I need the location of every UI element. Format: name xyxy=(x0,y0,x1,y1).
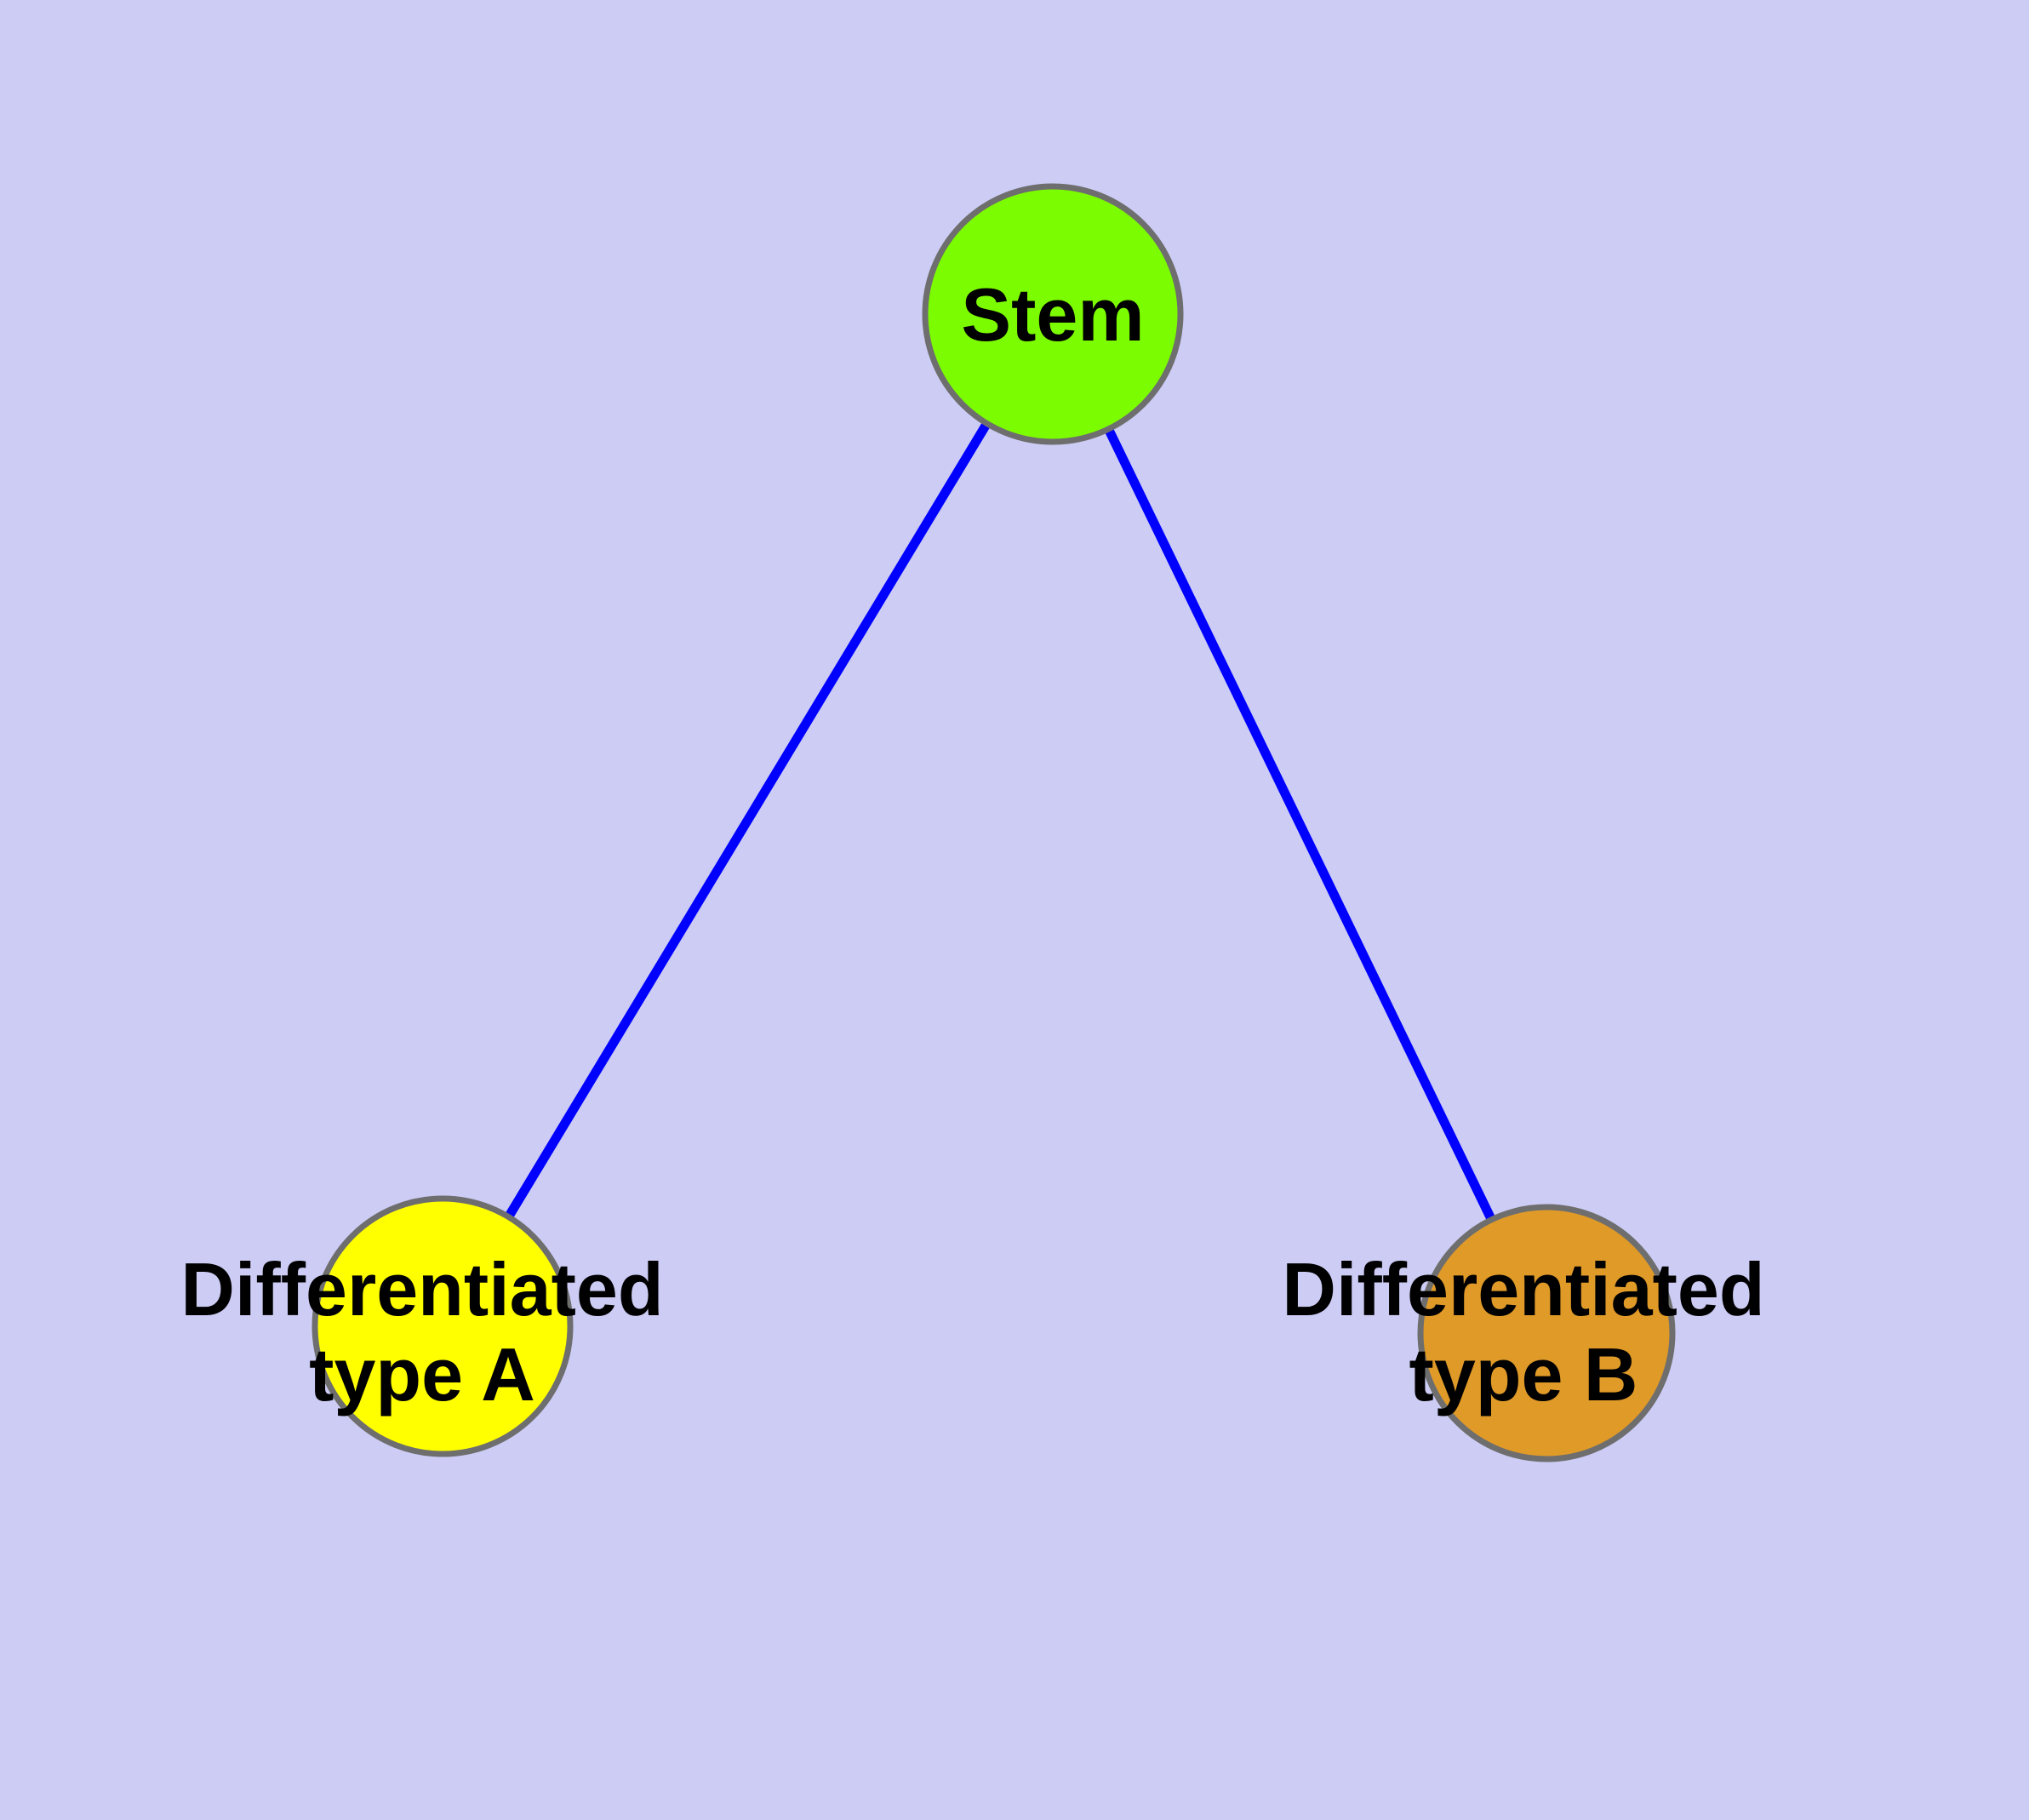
node-label-line: Differentiated xyxy=(1282,1247,1764,1331)
edge-layer xyxy=(438,312,1551,1336)
graph-node-stem[interactable]: Stem xyxy=(922,183,1184,445)
graph-edge-stem-to-b[interactable] xyxy=(1049,312,1551,1336)
graph-edge-stem-to-a[interactable] xyxy=(438,312,1057,1329)
node-label-line: Differentiated xyxy=(180,1247,663,1331)
node-label-line: type B xyxy=(1409,1332,1638,1417)
node-circle-diff-type-b[interactable] xyxy=(1417,1204,1676,1462)
node-label-line: Stem xyxy=(961,272,1144,357)
node-label-stem: Stem xyxy=(961,272,1144,357)
node-label-line: type A xyxy=(309,1332,535,1417)
node-circle-diff-type-a[interactable] xyxy=(311,1195,574,1457)
node-circle-stem[interactable] xyxy=(922,183,1184,445)
